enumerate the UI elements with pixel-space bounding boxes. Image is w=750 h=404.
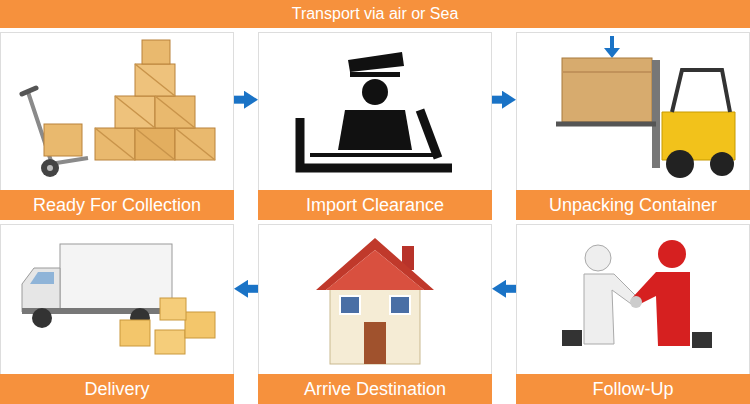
wheel bbox=[710, 152, 734, 176]
person-body bbox=[584, 274, 640, 344]
process-panel: Unpacking Container bbox=[516, 32, 750, 220]
briefcase bbox=[562, 330, 582, 346]
officer-body bbox=[338, 110, 412, 150]
panel-ground bbox=[259, 33, 492, 220]
house-wall bbox=[330, 284, 420, 364]
cardboard-box bbox=[562, 58, 652, 122]
desk-top bbox=[310, 153, 440, 157]
step-label: Unpacking Container bbox=[516, 190, 750, 220]
customs-pictogram bbox=[300, 52, 452, 168]
person-head bbox=[585, 245, 611, 271]
step-label: Import Clearance bbox=[258, 190, 492, 220]
window bbox=[390, 296, 410, 314]
forks bbox=[556, 122, 656, 127]
officer-head bbox=[362, 79, 388, 105]
wheel bbox=[666, 150, 694, 178]
house-illustration bbox=[316, 238, 434, 364]
flow-arrow bbox=[246, 285, 258, 293]
process-panel: Follow-Up bbox=[516, 224, 750, 404]
officer-cap bbox=[348, 52, 404, 72]
flow-arrow bbox=[234, 96, 246, 104]
hand-truck-handle bbox=[22, 88, 36, 94]
process-panel: Ready For Collection bbox=[0, 32, 234, 220]
handshake-illustration bbox=[562, 240, 712, 348]
crate bbox=[142, 40, 170, 64]
roof-face bbox=[326, 250, 424, 290]
flow-arrow bbox=[492, 96, 504, 104]
forklift-cage bbox=[672, 70, 730, 112]
door bbox=[364, 322, 386, 364]
panel-ground bbox=[517, 225, 750, 404]
crates-illustration bbox=[22, 40, 215, 177]
window bbox=[340, 296, 360, 314]
wheel bbox=[32, 308, 52, 328]
panel-ground bbox=[1, 225, 234, 404]
panel-ground bbox=[517, 33, 750, 220]
cap-brim bbox=[350, 72, 400, 77]
parcel bbox=[155, 330, 185, 354]
step-label: Arrive Destination bbox=[258, 374, 492, 404]
panel-ground bbox=[1, 33, 234, 220]
forklift-illustration bbox=[556, 36, 735, 178]
drop-arrow bbox=[610, 36, 614, 50]
forklift-mast bbox=[652, 60, 660, 168]
title-band: Transport via air or Sea bbox=[0, 0, 750, 28]
parcel bbox=[160, 298, 186, 320]
drop-arrow-head bbox=[604, 48, 620, 58]
flow-arrow bbox=[504, 285, 516, 293]
crate bbox=[44, 124, 82, 156]
person-head bbox=[658, 240, 686, 268]
truck-cab bbox=[22, 268, 60, 312]
parcel bbox=[185, 312, 215, 338]
crate-slats bbox=[95, 64, 215, 160]
truck-illustration bbox=[22, 244, 215, 354]
clasped-hands bbox=[630, 296, 642, 308]
step-label: Follow-Up bbox=[516, 374, 750, 404]
process-panel: Delivery bbox=[0, 224, 234, 404]
person-body bbox=[632, 272, 690, 346]
parcel bbox=[120, 320, 150, 346]
cab-window bbox=[30, 272, 54, 284]
barrier bbox=[420, 110, 438, 158]
cargo-box bbox=[60, 244, 172, 310]
briefcase bbox=[692, 332, 712, 348]
box-tape bbox=[562, 71, 652, 73]
process-panel: Import Clearance bbox=[258, 32, 492, 220]
process-panel: Arrive Destination bbox=[258, 224, 492, 404]
wheel-hub bbox=[47, 165, 53, 171]
step-label: Ready For Collection bbox=[0, 190, 234, 220]
step-label: Delivery bbox=[0, 374, 234, 404]
roof bbox=[316, 238, 434, 290]
wheel bbox=[41, 159, 59, 177]
panel-ground bbox=[259, 225, 492, 404]
